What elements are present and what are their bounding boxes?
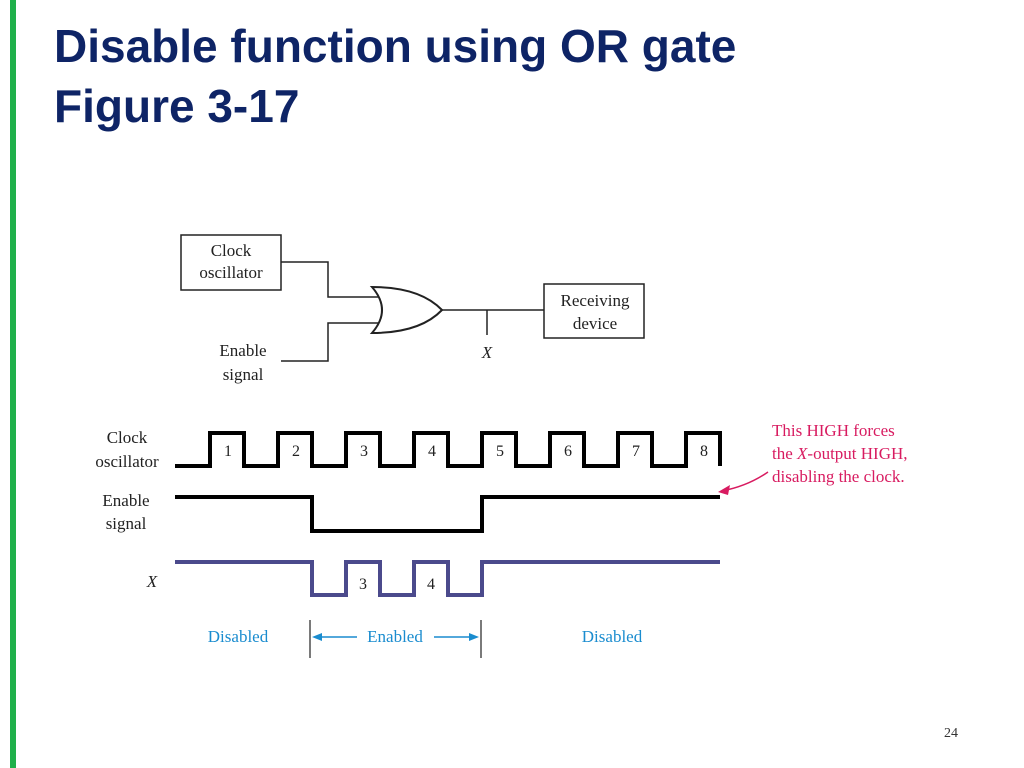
annotation-arrowhead	[718, 485, 730, 495]
enable-wire	[281, 322, 378, 362]
or-gate	[369, 285, 444, 335]
enable-waveform	[175, 495, 720, 533]
enable-wave-label-2: signal	[106, 514, 147, 533]
clock-wire	[281, 261, 378, 298]
circuit-diagram	[180, 234, 645, 362]
annotation-line-2: the X-output HIGH,	[772, 444, 908, 463]
receiver-text-1: Receiving	[561, 291, 630, 310]
accent-bar	[10, 0, 16, 768]
clock-pulse-number: 3	[360, 443, 368, 460]
clock-pulse-number: 1	[224, 443, 232, 460]
clock-box-text-1: Clock	[211, 241, 252, 260]
clock-wave-label-1: Clock	[107, 428, 148, 447]
disabled-right-label: Disabled	[582, 627, 643, 646]
annotation: This HIGH forces the X-output HIGH, disa…	[772, 421, 908, 486]
clock-pulse-number: 8	[700, 443, 708, 460]
receiver-text-2: device	[573, 314, 617, 333]
clock-waveform	[175, 431, 722, 468]
disabled-left-label: Disabled	[208, 627, 269, 646]
annotation-line-1: This HIGH forces	[772, 421, 895, 440]
enabled-arrowhead-right	[469, 633, 479, 641]
clock-box-text-2: oscillator	[199, 263, 263, 282]
enable-wave-label-1: Enable	[102, 491, 149, 510]
x-wave-label: X	[146, 572, 158, 591]
annotation-line-3: disabling the clock.	[772, 467, 905, 486]
clock-pulse-numbers: 1 2 3 4 5 6 7 8	[224, 443, 708, 460]
output-x-label: X	[481, 343, 493, 362]
enabled-arrowhead-left	[312, 633, 322, 641]
receiving-device-box	[543, 283, 645, 339]
clock-pulse-number: 6	[564, 443, 572, 460]
slide-title: Disable function using OR gate Figure 3-…	[54, 16, 736, 136]
x-pulse-number: 3	[359, 576, 367, 593]
enabled-label: Enabled	[367, 627, 423, 646]
x-waveform	[175, 560, 720, 597]
clock-wave-label-2: oscillator	[95, 452, 159, 471]
clock-pulse-number: 7	[632, 443, 640, 460]
title-line-1: Disable function using OR gate	[54, 20, 737, 72]
clock-pulse-number: 4	[428, 443, 436, 460]
title-line-2: Figure 3-17	[54, 80, 300, 132]
clock-pulse-number: 5	[496, 443, 504, 460]
clock-pulse-number: 2	[292, 443, 300, 460]
enable-text-1: Enable	[219, 341, 266, 360]
page-number: 24	[944, 726, 958, 741]
timeline: Disabled Enabled Disabled	[208, 620, 643, 658]
enable-text-2: signal	[223, 365, 264, 384]
x-pulse-number: 4	[427, 576, 435, 593]
